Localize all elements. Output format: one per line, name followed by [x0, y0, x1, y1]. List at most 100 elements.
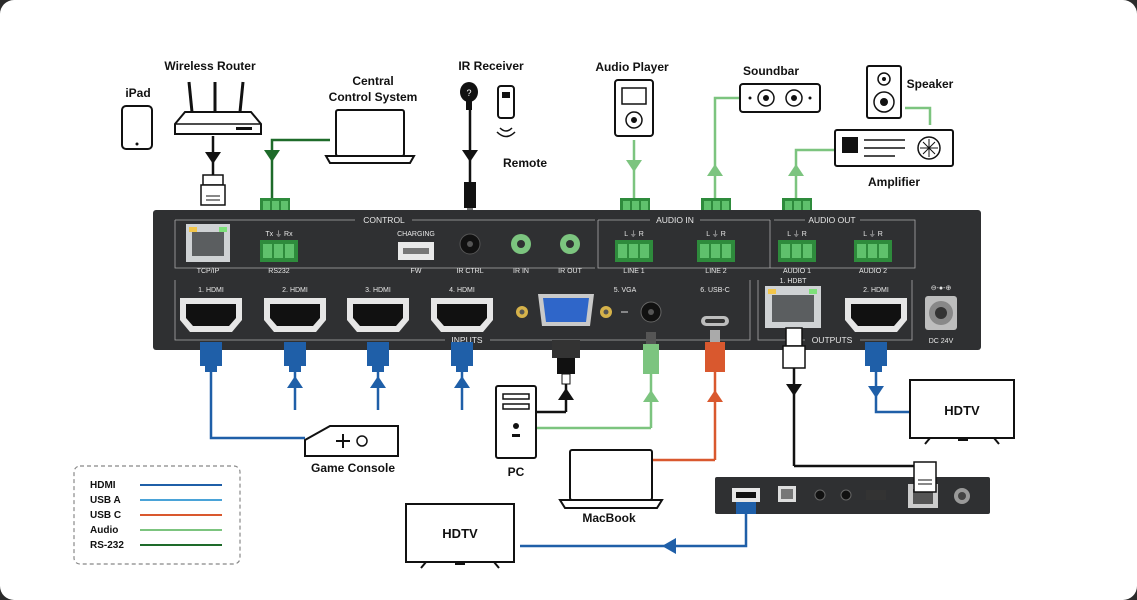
soundbar-icon: [739, 83, 821, 113]
svg-text:AUDIO 1: AUDIO 1: [783, 268, 811, 275]
usb-charging-port: CHARGING FW: [397, 231, 435, 275]
central-control-label-1: Central: [352, 74, 393, 88]
hdmi-input-3: 3. HDMI: [347, 287, 409, 332]
svg-text:LINE 1: LINE 1: [623, 268, 645, 275]
soundbar-label: Soundbar: [743, 64, 799, 78]
hdmi-cables-inputs: [200, 342, 473, 440]
hdbt-output: 1. HDBT: [765, 278, 821, 328]
svg-text:L ⏚ R: L ⏚ R: [706, 230, 726, 238]
audio-out1-port: L ⏚ R AUDIO 1: [778, 230, 816, 275]
svg-text:AUDIO 2: AUDIO 2: [859, 268, 887, 275]
inputs-section-label: INPUTS: [451, 335, 483, 345]
audio-line1-port: L ⏚ R LINE 1: [615, 230, 653, 275]
speaker-label: Speaker: [907, 77, 954, 91]
svg-text:1. HDMI: 1. HDMI: [198, 287, 224, 294]
audio-cable-line1: [626, 140, 642, 198]
legend: HDMI USB A USB C Audio RS-232: [73, 465, 241, 565]
macbook-label: MacBook: [582, 511, 636, 525]
svg-text:L ⏚ R: L ⏚ R: [787, 230, 807, 238]
svg-text:LINE 2: LINE 2: [705, 268, 727, 275]
legend-usbc-label: USB C: [90, 510, 121, 521]
hdmi-input-4: 4. HDMI: [431, 287, 493, 332]
svg-text:TCP/IP: TCP/IP: [197, 268, 220, 275]
usbc-input: 6. USB-C: [700, 287, 730, 326]
amplifier-label: Amplifier: [868, 175, 920, 189]
legend-rs232-label: RS-232: [90, 540, 124, 551]
ir-receiver-label: IR Receiver: [458, 59, 524, 73]
wireless-router-icon: [174, 81, 262, 135]
hdmi-input-1: 1. HDMI: [180, 287, 242, 332]
pc-icon: [495, 385, 537, 459]
svg-text:L ⏚ R: L ⏚ R: [624, 230, 644, 238]
macbook-icon: [558, 449, 664, 509]
svg-text:FW: FW: [411, 268, 422, 275]
hdmi-output-2: 2. HDMI: [845, 287, 907, 332]
rs232-port: Tx ⏚ Rx RS232: [260, 230, 298, 275]
outputs-section-label: OUTPUTS: [812, 335, 853, 345]
speaker-icon: [866, 65, 902, 119]
svg-text:⊖-●-⊕: ⊖-●-⊕: [931, 285, 952, 292]
wireless-router-label: Wireless Router: [164, 59, 256, 73]
audio-cable-pc: [536, 332, 659, 430]
hdbt-receiver: [520, 461, 990, 554]
audio-cable-soundbar: [707, 96, 740, 198]
audio-out-section-label: AUDIO OUT: [808, 215, 855, 225]
svg-text:1. HDBT: 1. HDBT: [780, 278, 808, 285]
svg-text:Tx ⏚ Rx: Tx ⏚ Rx: [265, 230, 293, 238]
hdtv-left-label: HDTV: [442, 526, 478, 541]
svg-text:IR OUT: IR OUT: [558, 268, 582, 275]
usbc-cable: [652, 330, 725, 462]
ir-out-port: IR OUT: [558, 234, 583, 275]
svg-text:?: ?: [466, 88, 471, 98]
hdmi-output-cable: [865, 342, 910, 414]
pc-label: PC: [508, 465, 525, 479]
hdtv-left-icon: [405, 503, 515, 569]
svg-text:IR IN: IR IN: [513, 268, 529, 275]
svg-text:RS232: RS232: [268, 268, 290, 275]
svg-text:CHARGING: CHARGING: [397, 231, 435, 238]
ipad-label: iPad: [125, 86, 150, 100]
hdtv-right-icon: [909, 379, 1015, 445]
remote-icon: [496, 85, 516, 138]
legend-audio-label: Audio: [90, 525, 118, 536]
central-control-label-2: Control System: [329, 90, 418, 104]
laptop-icon: [324, 109, 416, 164]
audio-in-section-label: AUDIO IN: [656, 215, 694, 225]
rs232-cable: [260, 138, 330, 212]
vga-input: 5. VGA: [516, 287, 662, 326]
legend-hdmi-label: HDMI: [90, 480, 116, 491]
ir-receiver-cable: [462, 108, 478, 218]
audio-cable-amplifier: [788, 106, 932, 198]
svg-text:L ⏚ R: L ⏚ R: [863, 230, 883, 238]
game-console-icon: [304, 425, 399, 457]
svg-text:3. HDMI: 3. HDMI: [365, 287, 391, 294]
ethernet-cable-router: [200, 136, 226, 206]
audio-out2-port: L ⏚ R AUDIO 2: [854, 230, 892, 275]
tcpip-port: TCP/IP: [186, 224, 230, 275]
svg-text:2. HDMI: 2. HDMI: [282, 287, 308, 294]
switcher-rear-panel: CONTROL AUDIO IN AUDIO OUT INPUTS OUTPUT…: [153, 210, 981, 350]
audio-player-label: Audio Player: [595, 60, 669, 74]
amplifier-icon: [834, 129, 954, 167]
svg-text:5. VGA: 5. VGA: [614, 287, 637, 294]
game-console-label: Game Console: [311, 461, 395, 475]
remote-label: Remote: [503, 156, 547, 170]
ir-receiver-icon: ?: [460, 82, 478, 110]
hdbt-cable: [782, 327, 925, 468]
control-section-label: CONTROL: [363, 215, 405, 225]
phoenix-plugs: [620, 198, 812, 212]
svg-text:2. HDMI: 2. HDMI: [863, 287, 889, 294]
svg-text:DC 24V: DC 24V: [929, 338, 954, 345]
svg-text:4. HDMI: 4. HDMI: [449, 287, 475, 294]
ir-in-port: IR IN: [511, 234, 531, 275]
hdmi-input-2: 2. HDMI: [264, 287, 326, 332]
svg-text:IR CTRL: IR CTRL: [456, 268, 483, 275]
legend-usba-label: USB A: [90, 495, 121, 506]
audio-player-icon: [614, 79, 654, 137]
hdtv-right-label: HDTV: [944, 403, 980, 418]
vga-cable: [536, 340, 580, 414]
audio-line2-port: L ⏚ R LINE 2: [697, 230, 735, 275]
ir-ctrl-port: IR CTRL: [456, 233, 484, 275]
svg-text:6. USB-C: 6. USB-C: [700, 287, 730, 294]
